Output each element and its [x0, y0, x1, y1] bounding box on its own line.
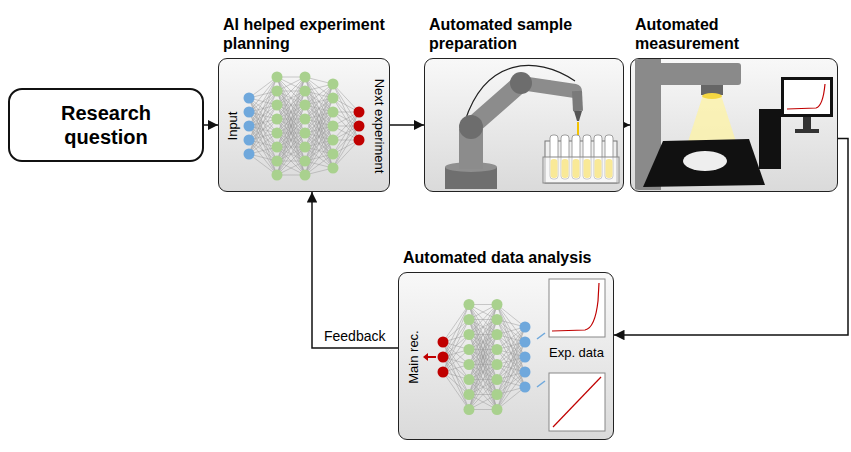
connector-arrow — [390, 124, 424, 126]
planning-box: AI helped experiment planningInputNext e… — [218, 58, 390, 192]
axis-label: Main rec. — [407, 330, 420, 383]
heading: AI helped experiment planning — [223, 16, 389, 53]
illustration — [631, 59, 836, 190]
connector-arrow — [204, 124, 218, 126]
axis-label: Input — [226, 112, 239, 141]
axis-label: Exp. data — [549, 346, 604, 359]
heading: Automated measurement — [635, 16, 825, 53]
preparation-box: Automated sample preparation — [424, 58, 624, 192]
heading: Automated data analysis — [403, 249, 593, 267]
node-text: Research question — [10, 101, 202, 149]
illustration — [219, 59, 388, 190]
start-box: Research question — [8, 88, 204, 162]
connector-arrow — [312, 192, 398, 348]
analysis-box: Automated data analysisMain rec.Exp. dat… — [398, 272, 614, 440]
axis-label: Next experiment — [373, 79, 386, 174]
heading: Automated sample preparation — [429, 16, 619, 53]
illustration — [425, 59, 622, 190]
edge-label: Feedback — [322, 329, 387, 344]
measurement-box: Automated measurement — [630, 58, 838, 192]
